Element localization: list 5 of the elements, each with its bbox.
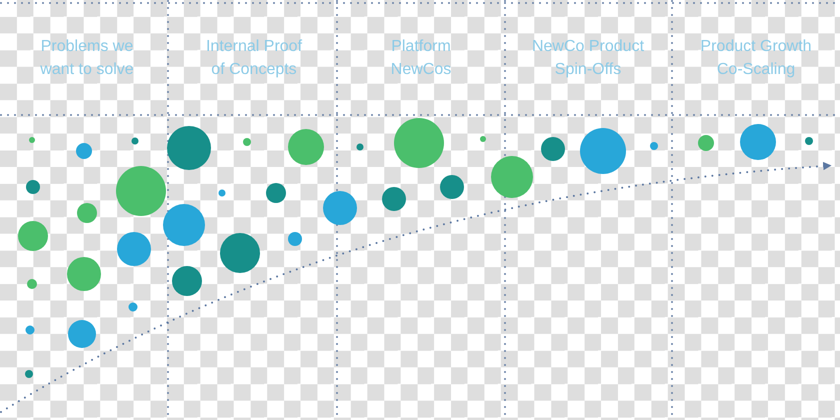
column-heading: Platform NewCos	[390, 37, 452, 80]
column-heading: Problems we want to solve	[39, 37, 135, 80]
column-heading: Internal Proof of Concepts	[204, 37, 304, 80]
column-heading: Product Growth Co-Scaling	[699, 37, 813, 80]
column-heading: NewCo Product Spin-Offs	[530, 37, 646, 80]
